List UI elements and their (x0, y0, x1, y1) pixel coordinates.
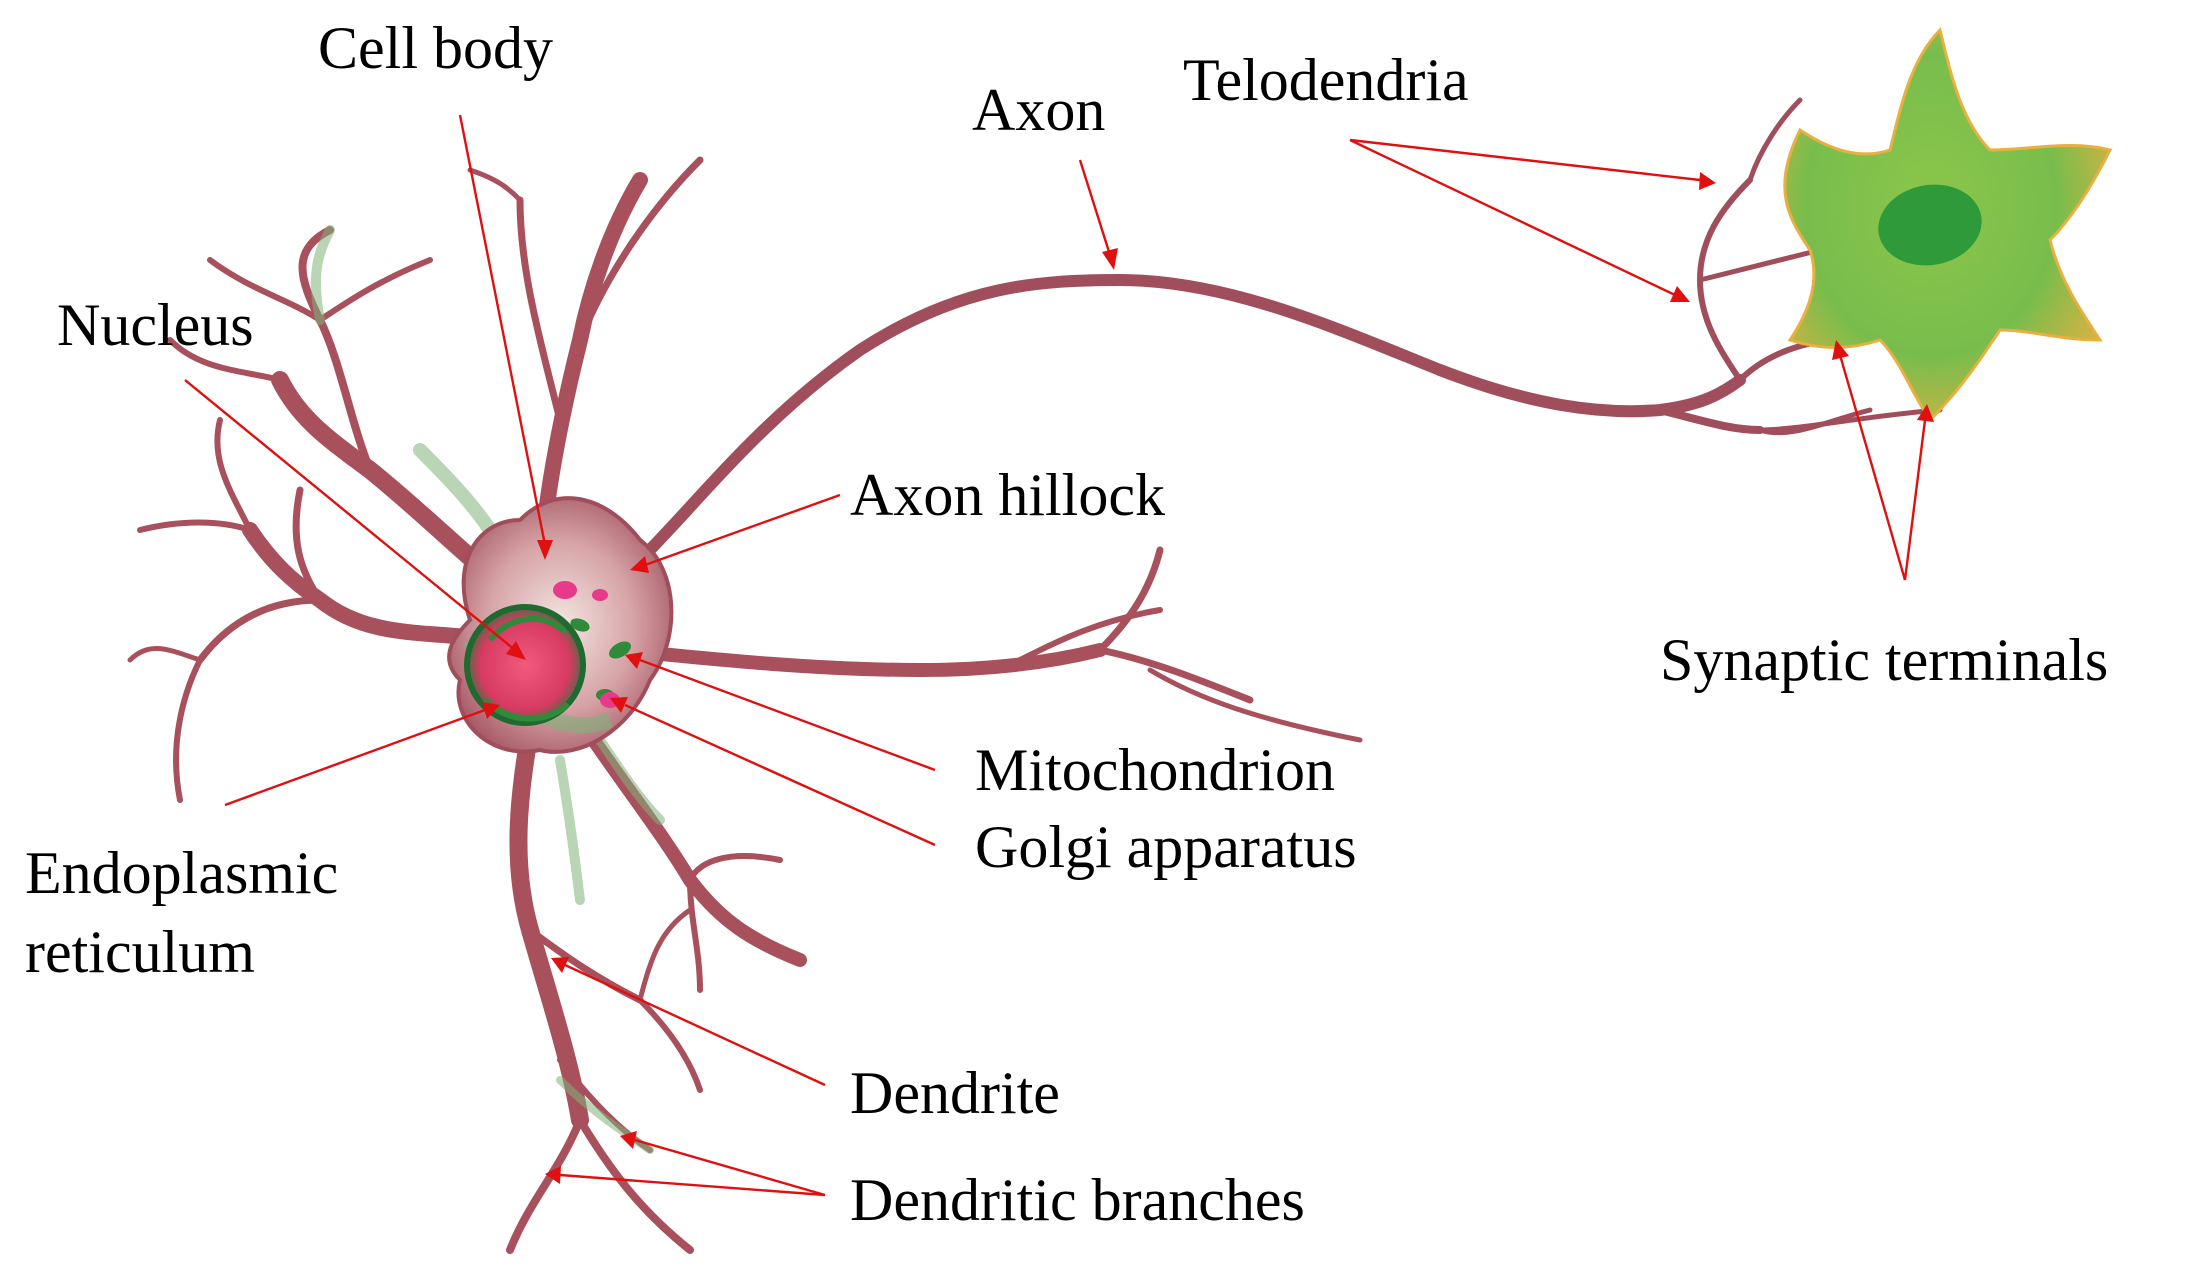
dendrites (127, 156, 1363, 1254)
label-axon-hillock: Axon hillock (850, 462, 1165, 528)
dendrite-green-fringe (310, 225, 665, 1154)
cell-body (447, 496, 674, 754)
labels: Cell body Nucleus Axon Telodendria Axon … (25, 15, 2108, 1233)
label-synaptic-terminals: Synaptic terminals (1660, 627, 2108, 693)
label-golgi-apparatus: Golgi apparatus (975, 814, 1357, 880)
telodendria (1656, 97, 1943, 436)
target-cell (1783, 27, 2113, 423)
neuron (127, 97, 1943, 1254)
pointers (184, 114, 1934, 1197)
label-nucleus: Nucleus (57, 292, 254, 358)
mitochondrion-shape (609, 641, 631, 659)
label-cell-body: Cell body (318, 15, 553, 81)
target-nucleus (1878, 184, 1982, 266)
label-dendrite: Dendrite (850, 1060, 1060, 1126)
label-mitochondrion: Mitochondrion (975, 737, 1335, 803)
label-endoplasmic-reticulum-line1: Endoplasmic (25, 840, 338, 906)
label-endoplasmic-reticulum-line2: reticulum (25, 919, 255, 985)
axon (634, 274, 1746, 566)
label-axon: Axon (972, 77, 1105, 143)
label-dendritic-branches: Dendritic branches (850, 1167, 1305, 1233)
label-telodendria: Telodendria (1183, 47, 1469, 113)
